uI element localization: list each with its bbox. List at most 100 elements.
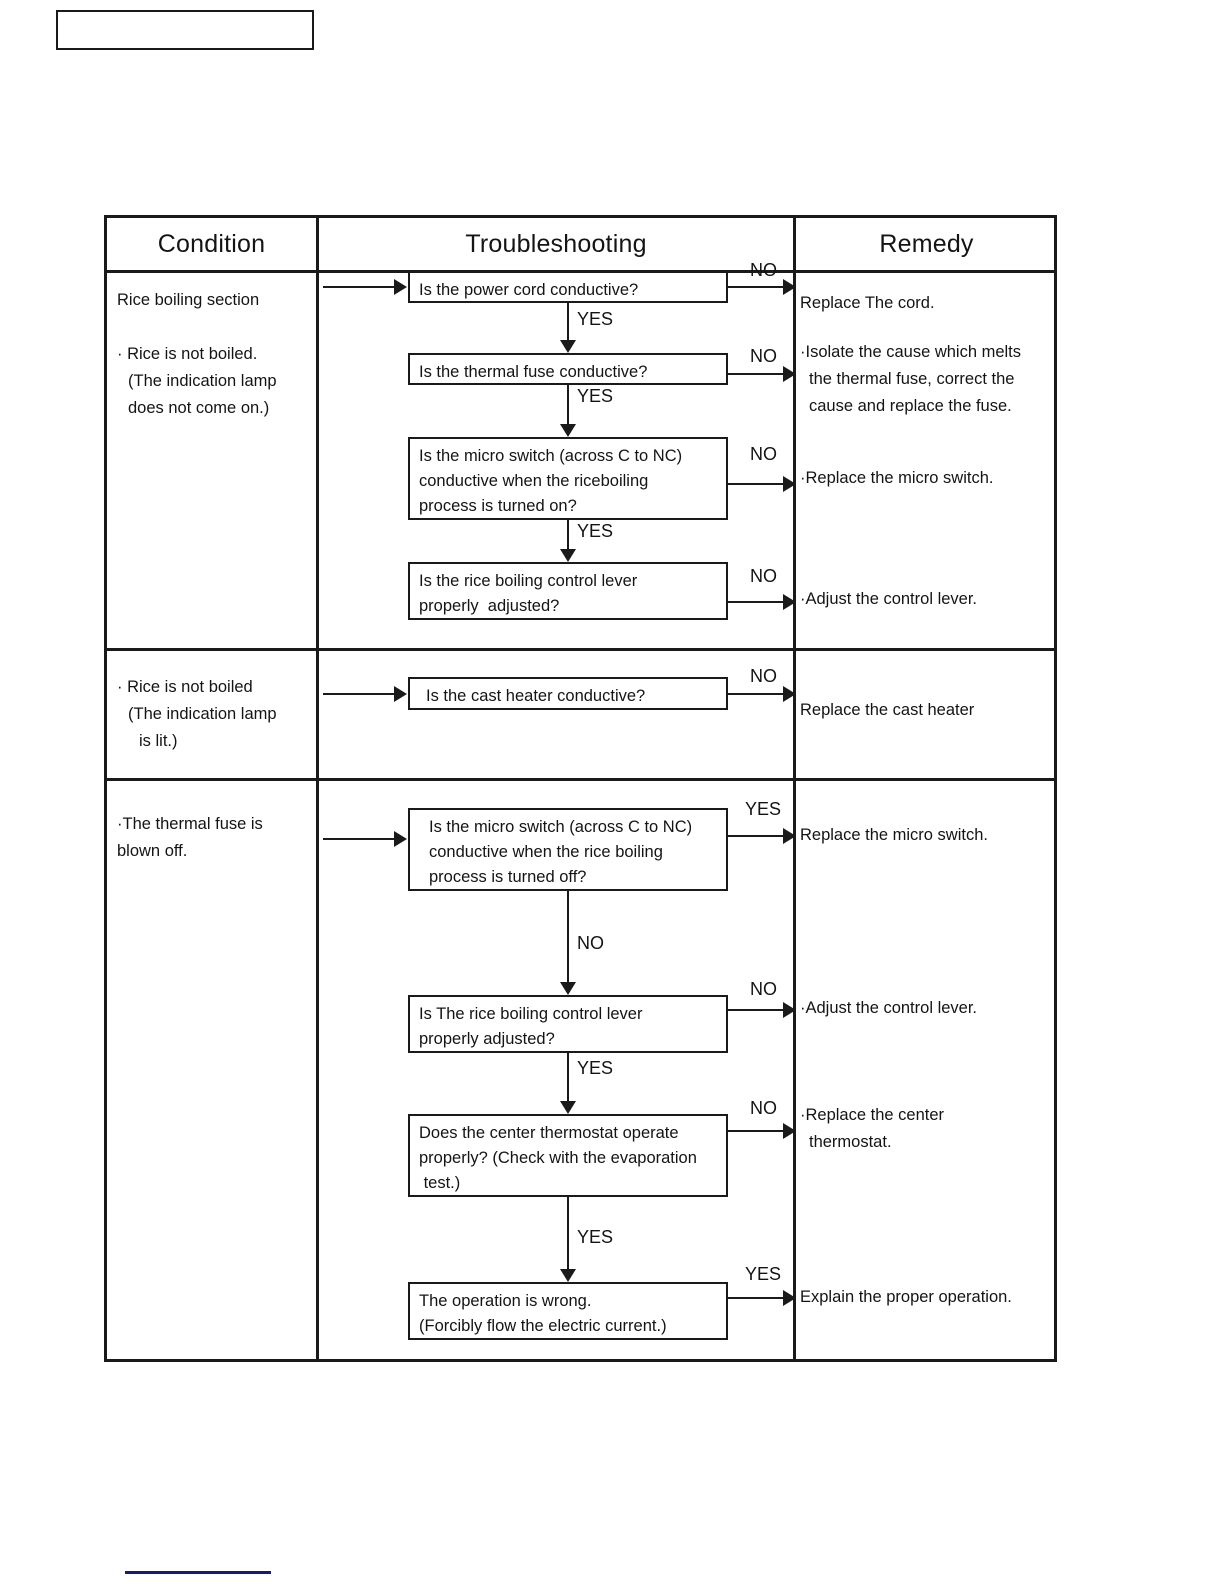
branch-line-power-cord-no [728, 286, 790, 288]
branch-label-no: NO [750, 346, 777, 366]
condition-line: ·The thermal fuse is [117, 815, 263, 833]
branch-arrow-center-thermostat-no [783, 1123, 796, 1139]
question-line: conductive when the rice boiling [429, 843, 663, 861]
branch-line-micro-switch-off-yes [728, 835, 790, 837]
branch-label-yes: YES [577, 309, 614, 329]
flow-line-control-lever-off-yes [567, 1053, 569, 1106]
remedy-micro-switch-on: ·Replace the micro switch. [800, 465, 1062, 492]
question-box-control-lever-on: Is the rice boiling control lever proper… [408, 562, 728, 620]
question-box-control-lever-off: Is The rice boiling control lever proper… [408, 995, 728, 1053]
remedy-center-thermostat: ·Replace the center thermostat. [800, 1102, 1062, 1156]
remedy-line: ·Replace the center [800, 1106, 944, 1124]
remedy-micro-switch-off: Replace the micro switch. [800, 822, 1062, 849]
branch-arrow-power-cord-no [783, 279, 796, 295]
question-line: process is turned on? [419, 497, 577, 515]
branch-arrow-control-lever-on-no [783, 594, 796, 610]
branch-arrow-micro-switch-off-yes [783, 828, 796, 844]
flow-line-power-cord-yes [567, 303, 569, 345]
footer-rule [125, 1571, 271, 1574]
branch-line-center-thermostat-no [728, 1130, 790, 1132]
question-line: test.) [419, 1174, 461, 1192]
remedy-cast-heater: Replace the cast heater [800, 697, 1062, 724]
condition-line: (The indication lamp [128, 372, 277, 390]
branch-label-yes: YES [577, 1058, 614, 1078]
branch-label-no: NO [577, 933, 604, 953]
branch-label-no: NO [750, 566, 777, 586]
question-line: Is the power cord conductive? [419, 281, 639, 299]
entry-connector-line [323, 838, 395, 840]
remedy-line: ·Adjust the control lever. [800, 590, 978, 608]
column-header-troubleshooting: Troubleshooting [465, 229, 647, 258]
flow-line-micro-switch-on-yes [567, 520, 569, 554]
question-line: Does the center thermostat operate [419, 1124, 679, 1142]
remedy-line: ·Replace the micro switch. [800, 469, 994, 487]
flow-arrow-micro-switch-on-yes [560, 549, 576, 562]
entry-connector-arrow [394, 686, 407, 702]
condition-title: Rice boiling section [117, 291, 260, 309]
remedy-control-lever-off: ·Adjust the control lever. [800, 995, 1062, 1022]
remedy-line: cause and replace the fuse. [809, 397, 1012, 415]
question-line: conductive when the riceboiling [419, 472, 649, 490]
condition-line: (The indication lamp [128, 705, 277, 723]
branch-label-no: NO [750, 260, 777, 280]
question-line: Is the cast heater conductive? [426, 687, 646, 705]
entry-connector-line [323, 286, 395, 288]
question-line: properly adjusted? [419, 597, 560, 615]
column-header-remedy: Remedy [879, 229, 974, 258]
branch-line-cast-heater-no [728, 693, 790, 695]
troubleshooting-table: Condition Troubleshooting Remedy Rice bo… [104, 215, 1057, 1362]
branch-label-yes: YES [577, 1227, 614, 1247]
flow-arrow-center-thermostat-yes [560, 1269, 576, 1282]
column-divider-condition [316, 218, 319, 1359]
question-line: properly adjusted? [419, 1030, 555, 1048]
remedy-power-cord: Replace The cord. [800, 290, 1062, 317]
condition-rice-not-boiled-lamp-on: · Rice is not boiled (The indication lam… [117, 674, 313, 755]
entry-connector-line [323, 693, 395, 695]
condition-rice-boiling-section: Rice boiling section [117, 287, 313, 314]
question-line: Is the micro switch (across C to NC) [429, 818, 693, 836]
question-line: Is the rice boiling control lever [419, 572, 638, 590]
question-line: process is turned off? [429, 868, 587, 886]
branch-arrow-thermal-fuse-no [783, 366, 796, 382]
entry-connector-arrow [394, 831, 407, 847]
condition-line: · Rice is not boiled. [117, 345, 258, 363]
question-box-cast-heater: Is the cast heater conductive? [408, 677, 728, 710]
entry-connector-arrow [394, 279, 407, 295]
remedy-line: Replace The cord. [800, 294, 935, 312]
flow-arrow-thermal-fuse-yes [560, 424, 576, 437]
remedy-line: thermostat. [809, 1133, 892, 1151]
column-divider-remedy [793, 218, 796, 1359]
page-header-box [56, 10, 314, 50]
branch-label-yes: YES [577, 521, 614, 541]
remedy-line: Replace the cast heater [800, 701, 975, 719]
condition-thermal-fuse-blown: ·The thermal fuse is blown off. [117, 811, 313, 865]
branch-line-control-lever-off-no [728, 1009, 790, 1011]
flow-arrow-control-lever-off-yes [560, 1101, 576, 1114]
question-box-micro-switch-off: Is the micro switch (across C to NC) con… [408, 808, 728, 891]
remedy-operation-wrong: Explain the proper operation. [800, 1284, 1062, 1311]
question-line: properly? (Check with the evaporation [419, 1149, 697, 1167]
branch-arrow-operation-wrong-yes [783, 1290, 796, 1306]
section-divider-2 [107, 778, 1054, 781]
branch-line-micro-switch-on-no [728, 483, 790, 485]
remedy-line: the thermal fuse, correct the [809, 370, 1015, 388]
column-header-condition: Condition [157, 229, 266, 258]
section-divider-1 [107, 648, 1054, 651]
branch-label-no: NO [750, 1098, 777, 1118]
condition-line: is lit.) [139, 732, 178, 750]
branch-arrow-micro-switch-on-no [783, 476, 796, 492]
flow-line-center-thermostat-yes [567, 1197, 569, 1274]
branch-label-yes: YES [745, 799, 782, 819]
question-line: Is the micro switch (across C to NC) [419, 447, 683, 465]
branch-arrow-cast-heater-no [783, 686, 796, 702]
branch-label-no: NO [750, 444, 777, 464]
condition-line: does not come on.) [128, 399, 270, 417]
question-box-micro-switch-on: Is the micro switch (across C to NC) con… [408, 437, 728, 520]
flow-arrow-micro-switch-off-no [560, 982, 576, 995]
flow-arrow-power-cord-yes [560, 340, 576, 353]
remedy-line: Replace the micro switch. [800, 826, 988, 844]
branch-label-yes: YES [745, 1264, 782, 1284]
branch-line-operation-wrong-yes [728, 1297, 790, 1299]
question-line: Is the thermal fuse conductive? [419, 363, 648, 381]
question-line: Is The rice boiling control lever [419, 1005, 643, 1023]
